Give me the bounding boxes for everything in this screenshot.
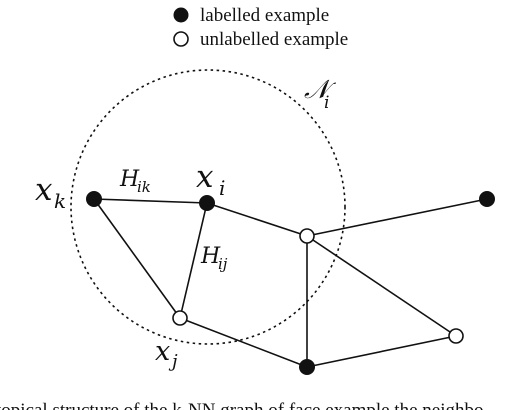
node-label-xi: x i [196, 159, 225, 200]
edge-xk-xi [93, 198, 208, 204]
node-label-xk: x k [35, 172, 66, 213]
edge-label-hij: H ij [200, 244, 228, 273]
edge-xj-bottom [179, 317, 308, 368]
node-bottom [299, 359, 315, 375]
node-label-xj: x j [155, 336, 178, 372]
edge-label-hik: H ik [119, 167, 151, 196]
edge-xi-u1 [206, 202, 308, 237]
edge-bottom-right [306, 335, 457, 368]
neighborhood-circle [70, 69, 346, 345]
edge-label-hik-sub: ik [137, 178, 151, 196]
node-xi [199, 195, 215, 211]
node-far-right [479, 191, 495, 207]
edge-label-hij-base: H [200, 244, 221, 269]
node-label-xk-sub: k [54, 189, 66, 213]
edge-u1-right [306, 235, 457, 337]
node-xk [86, 191, 102, 207]
node-xj [172, 310, 188, 326]
legend-unlabelled-marker [173, 31, 189, 47]
node-unlabelled-center [299, 228, 315, 244]
node-unlabelled-right [448, 328, 464, 344]
graph-edges [93, 198, 488, 368]
legend-unlabelled-label: unlabelled example [200, 29, 348, 50]
neighborhood-symbol: 𝒩 [304, 75, 337, 105]
legend-labelled-label: labelled example [200, 5, 329, 26]
graph-nodes [86, 191, 495, 375]
node-label-xi-sub: i [219, 176, 225, 200]
legend: labelled example unlabelled example [173, 5, 348, 50]
edge-label-hik-base: H [119, 167, 140, 192]
neighborhood-subscript: i [324, 93, 329, 113]
node-label-xk-base: x [35, 172, 53, 208]
legend-labelled-marker [173, 7, 189, 23]
figure-caption: topical structure of the k-NN graph of f… [0, 400, 483, 410]
node-label-xj-base: x [155, 336, 170, 367]
node-label-xj-sub: j [168, 351, 178, 372]
edge-xk-xj [93, 198, 181, 319]
edge-label-hij-sub: ij [218, 255, 228, 273]
neighborhood-label: 𝒩 i [304, 75, 337, 113]
node-label-xi-base: x [196, 159, 214, 195]
edge-u1-far [306, 198, 488, 237]
edge-xi-xj [179, 202, 208, 319]
